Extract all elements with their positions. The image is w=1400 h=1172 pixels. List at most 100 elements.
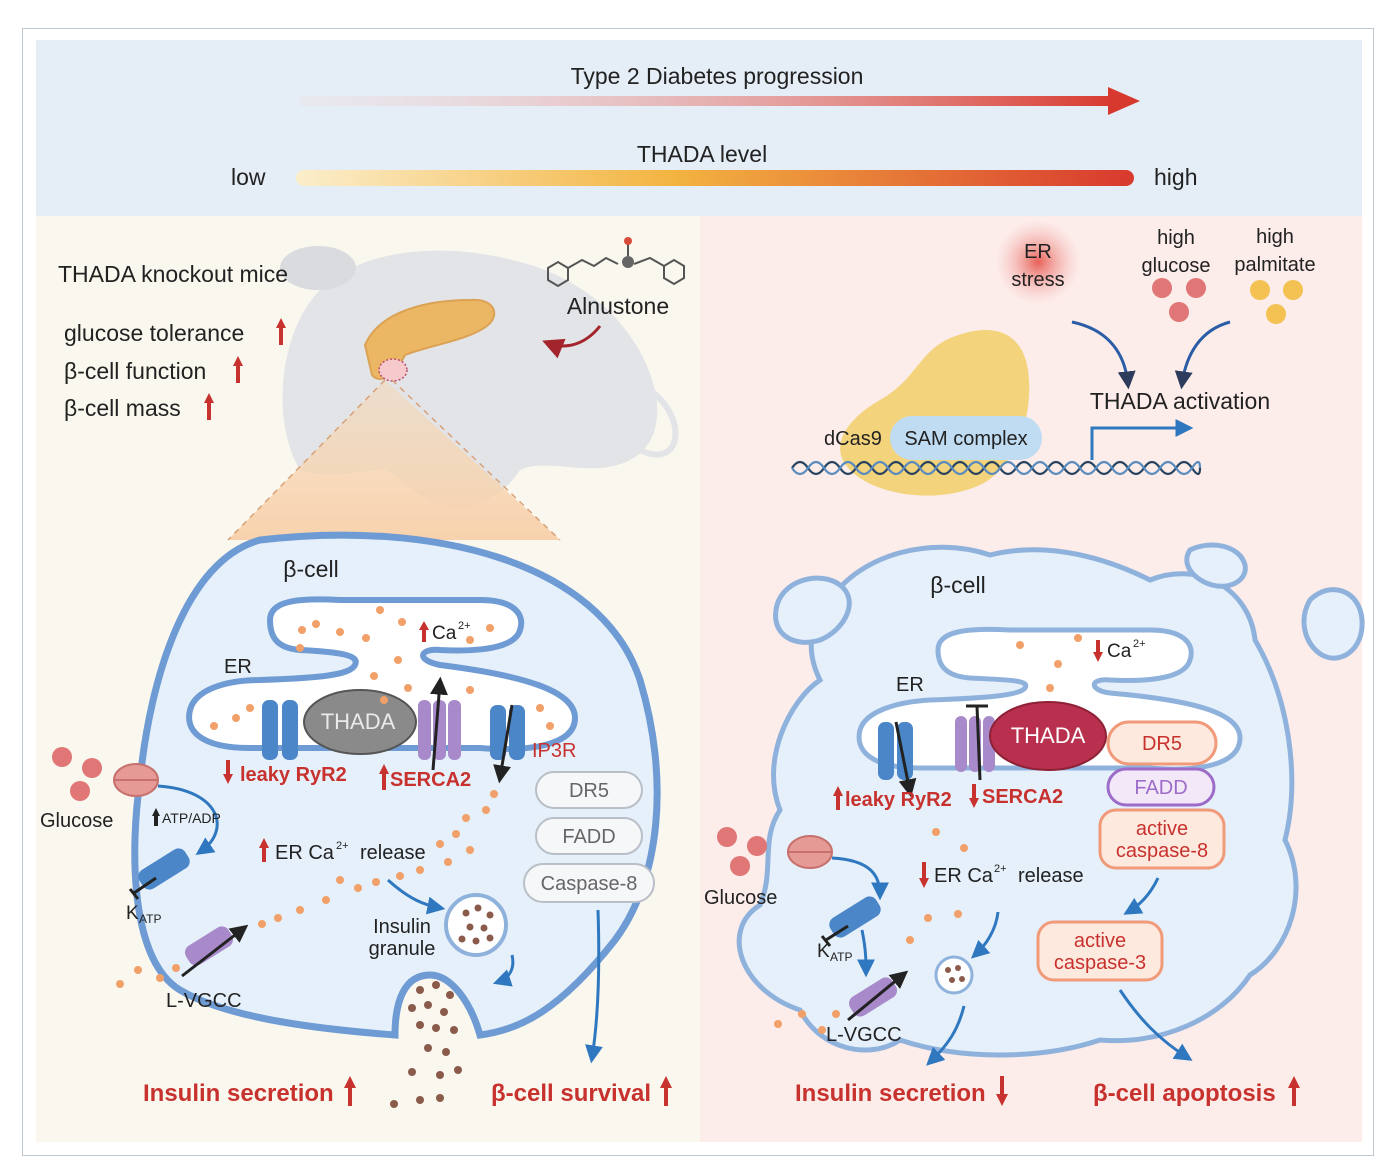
beta-cell-survival-up: β-cell survival	[491, 1076, 672, 1107]
progression-label: Type 2 Diabetes progression	[571, 63, 864, 89]
thada-label-left: THADA	[321, 709, 396, 734]
leaky-ryr2-label-left: leaky RyR2	[223, 760, 347, 786]
serca2-label-left: SERCA2	[379, 764, 471, 791]
insulin-granule-left	[444, 893, 508, 957]
lvgcc-label-right: L-VGCC	[826, 1024, 902, 1046]
er-ca-release-label-right: ER Ca 2+ release	[919, 862, 1084, 888]
svg-text:release: release	[1018, 865, 1084, 887]
thada-label-right: THADA	[1011, 723, 1086, 748]
svg-text:ATP: ATP	[139, 912, 161, 926]
lvgcc-channel-right	[847, 970, 909, 1022]
leaky-ryr2-label-right: leaky RyR2	[833, 786, 952, 811]
er-stress-line1: ER	[1024, 241, 1052, 263]
glucose-uptake-arrow-right	[831, 856, 889, 901]
fadd-label-left: FADD	[562, 826, 615, 848]
er-stress-glow	[996, 220, 1080, 304]
katp-label-right: K ATP	[817, 941, 852, 964]
palmitate-molecules	[1250, 280, 1303, 324]
lvgcc-channel-left	[181, 924, 249, 978]
mouse-illustration	[227, 246, 679, 541]
svg-text:β-cell survival: β-cell survival	[491, 1080, 651, 1107]
beta-cell-left	[131, 531, 661, 1039]
sam-complex-label: SAM complex	[904, 428, 1027, 450]
katp-label-left: K ATP	[126, 903, 161, 926]
ip3r-channel-left	[490, 704, 525, 784]
sam-complex	[890, 416, 1042, 460]
exocytosis-arrow-left	[492, 954, 515, 987]
glucose-uptake-arrow-left	[157, 784, 219, 856]
effect-beta-cell-function: β-cell function	[64, 358, 206, 384]
thada-level-label: THADA level	[637, 141, 767, 167]
glucose-label-left: Glucose	[40, 810, 113, 832]
glucose-molecules-high	[1152, 278, 1206, 322]
dna-helix	[791, 460, 1202, 476]
fadd-label-right: FADD	[1134, 777, 1187, 799]
svg-text:release: release	[360, 842, 426, 864]
insulin-release-dots	[390, 981, 462, 1108]
beta-cell-apoptosis-up: β-cell apoptosis	[1093, 1076, 1300, 1107]
svg-text:leaky RyR2: leaky RyR2	[845, 789, 952, 811]
svg-text:Ca: Ca	[432, 623, 457, 644]
svg-text:2+: 2+	[336, 840, 349, 852]
header-panel	[36, 40, 1362, 216]
svg-text:K: K	[126, 903, 139, 924]
release-arrow-right	[971, 911, 1000, 959]
glut-transporter-right	[787, 835, 833, 869]
high-glucose-line2: glucose	[1142, 255, 1211, 277]
svg-text:ATP/ADP: ATP/ADP	[162, 810, 221, 826]
svg-text:β-cell apoptosis: β-cell apoptosis	[1093, 1080, 1276, 1107]
caspase3-line2: caspase-3	[1054, 952, 1146, 974]
survival-arrow	[585, 909, 603, 1064]
apoptosis-arrow	[1118, 989, 1193, 1061]
insulin-secretion-up-left: Insulin secretion	[143, 1076, 356, 1107]
caspase8-line2: caspase-8	[1116, 840, 1208, 862]
svg-text:ER Ca: ER Ca	[934, 865, 994, 887]
granule-label-line1: Insulin	[373, 916, 431, 938]
receptor-stack-left: DR5 FADD Caspase-8	[523, 771, 655, 903]
high-glucose-line1: high	[1157, 227, 1195, 249]
mice-title: THADA knockout mice	[58, 261, 288, 287]
svg-text:leaky RyR2: leaky RyR2	[240, 764, 347, 786]
thada-activation-label: THADA activation	[1090, 388, 1270, 414]
er-stress-arrow	[1071, 320, 1136, 390]
svg-text:Insulin secretion: Insulin secretion	[143, 1080, 334, 1107]
svg-text:SERCA2: SERCA2	[982, 786, 1063, 808]
calcium-dots-left	[116, 606, 554, 988]
serca2-channel-left	[418, 676, 461, 771]
dr5-label-left: DR5	[569, 780, 609, 802]
release-arrow-left	[386, 878, 446, 915]
reduced-secretion-arrow	[926, 1005, 966, 1066]
depolarization-arrow-right	[856, 929, 875, 978]
er-label-left: ER	[224, 656, 252, 678]
svg-text:K: K	[817, 941, 830, 962]
dr5-label-right: DR5	[1142, 733, 1182, 755]
beta-cell-label-left: β-cell	[283, 556, 338, 582]
high-label: high	[1154, 164, 1197, 190]
cell-bleb-1	[773, 575, 852, 645]
progression-bar	[300, 96, 1115, 106]
svg-text:2+: 2+	[994, 863, 1007, 875]
effect-beta-cell-mass: β-cell mass	[64, 395, 181, 421]
nutrient-arrow	[1174, 320, 1231, 390]
alnustone-molecule	[547, 237, 685, 288]
ca-label-left: Ca 2+	[419, 620, 471, 644]
dcas9-label: dCas9	[824, 428, 882, 450]
low-label: low	[231, 164, 266, 190]
cell-bleb-3	[1184, 542, 1248, 589]
caspase8-label-left: Caspase-8	[541, 873, 638, 895]
svg-text:Insulin secretion: Insulin secretion	[795, 1080, 986, 1107]
ip3r-label: IP3R	[532, 740, 576, 762]
glucose-molecules-left	[52, 747, 102, 801]
svg-text:SERCA2: SERCA2	[390, 769, 471, 791]
er-ca-release-label-left: ER Ca 2+ release	[259, 838, 426, 864]
serca2-label-right: SERCA2	[969, 784, 1063, 808]
caspase8-line1: active	[1136, 818, 1188, 840]
caspase3-line1: active	[1074, 930, 1126, 952]
serca2-channel-right	[955, 704, 995, 781]
up-arrows-effects	[204, 318, 286, 420]
alnustone-label: Alnustone	[567, 293, 669, 319]
caspase-cascade-arrow	[1123, 877, 1160, 915]
transcription-start-arrow	[1090, 419, 1194, 460]
thada-protein-left	[303, 689, 417, 755]
